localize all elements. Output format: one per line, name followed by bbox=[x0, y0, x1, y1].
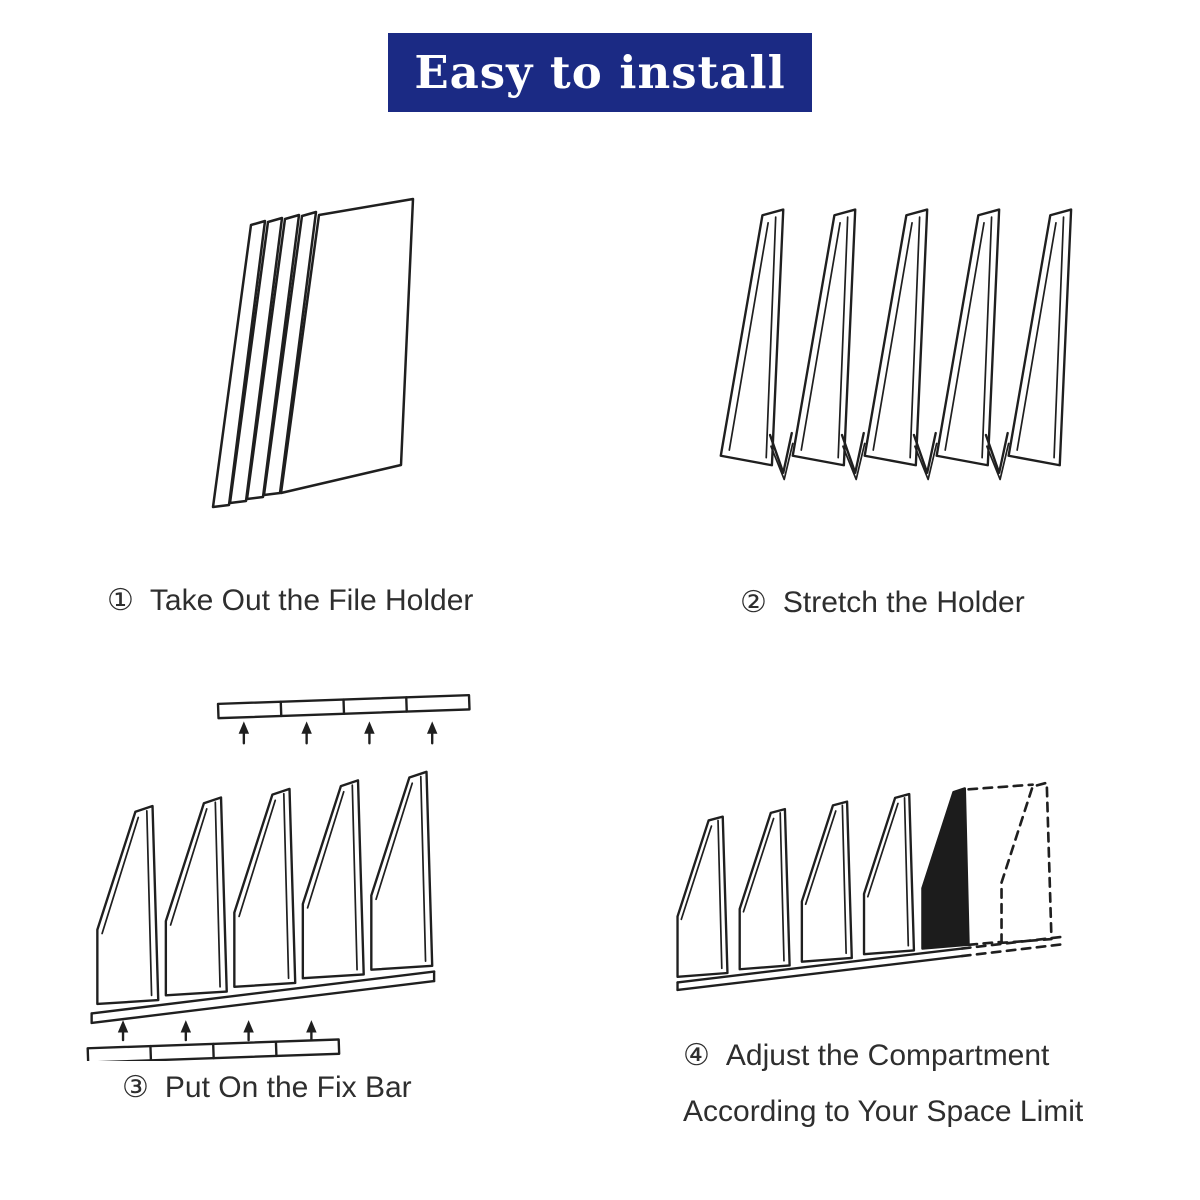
step-4-label-line-1: Adjust the Compartment bbox=[725, 1039, 1050, 1072]
holder-panels bbox=[96, 770, 434, 1006]
bottom-fix-bar bbox=[86, 1038, 341, 1061]
top-attach-arrows bbox=[238, 721, 438, 745]
compartment-adjustment-illustration bbox=[676, 781, 1068, 992]
top-fix-bar bbox=[216, 693, 471, 720]
up-arrow-icon bbox=[243, 1020, 254, 1042]
collapsed-panels bbox=[211, 197, 415, 509]
fix-bar-installation-illustration bbox=[86, 693, 471, 1061]
up-arrow-icon bbox=[426, 721, 438, 745]
step-1-caption: ① Take Out the File Holder bbox=[107, 583, 473, 618]
up-arrow-icon bbox=[180, 1020, 192, 1042]
holder-panels bbox=[676, 792, 916, 978]
step-4-label-line-2: According to Your Space Limit bbox=[683, 1095, 1084, 1128]
dashed-target-panel bbox=[967, 781, 1053, 947]
step-4-caption: ④ Adjust the Compartment According to Yo… bbox=[683, 1038, 1083, 1129]
step-1-label: Take Out the File Holder bbox=[149, 584, 474, 617]
collapsed-file-holder-illustration bbox=[211, 197, 415, 509]
base-rails bbox=[90, 970, 436, 1025]
up-arrow-icon bbox=[301, 721, 312, 745]
step-3-number: ③ bbox=[122, 1071, 149, 1104]
stretched-panels bbox=[719, 208, 1073, 467]
up-arrow-icon bbox=[117, 1020, 129, 1042]
step-3-label: Put On the Fix Bar bbox=[164, 1071, 412, 1104]
step-3-caption: ③ Put On the Fix Bar bbox=[122, 1070, 412, 1105]
step-4-number: ④ bbox=[683, 1039, 710, 1072]
page-title: Easy to install bbox=[414, 46, 786, 99]
step-4-caption-line-1: ④ Adjust the Compartment bbox=[683, 1038, 1083, 1073]
movable-dark-panel bbox=[921, 787, 970, 950]
step-2-number: ② bbox=[740, 586, 767, 619]
step-2-label: Stretch the Holder bbox=[782, 586, 1025, 619]
step-1-number: ① bbox=[107, 584, 134, 617]
step-2-caption: ② Stretch the Holder bbox=[740, 585, 1025, 620]
base-rails bbox=[676, 947, 964, 992]
up-arrow-icon bbox=[306, 1020, 317, 1042]
stretched-file-holder-illustration bbox=[719, 208, 1073, 481]
accordion-folds bbox=[768, 431, 1010, 481]
up-arrow-icon bbox=[238, 721, 250, 745]
up-arrow-icon bbox=[364, 721, 375, 745]
title-banner: Easy to install bbox=[388, 33, 812, 112]
bottom-attach-arrows bbox=[117, 1020, 317, 1042]
